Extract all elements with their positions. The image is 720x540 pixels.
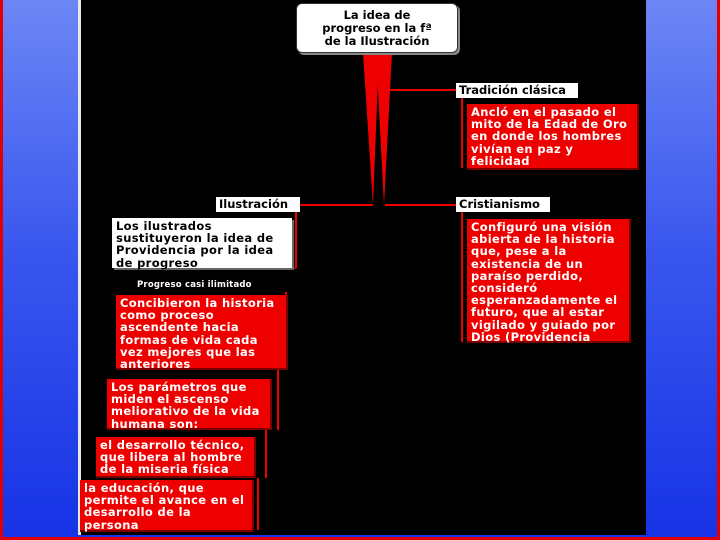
connector-root-left [363,53,379,205]
label-cristianismo-text: Cristianismo [459,197,540,211]
bottom-red-edge [0,537,720,540]
node-ilustrados-sustituyeron: Los ilustrados sustituyeron la idea de P… [112,218,292,269]
node-cristianismo: Configuró una visión abierta de la histo… [467,219,631,343]
node-parametros: Los parámetros que miden el ascenso meli… [107,379,272,430]
label-ilustracion-text: Ilustración [219,197,289,211]
label-tradicion-text: Tradición clásica [459,83,566,97]
root-node-text: La idea de progreso en la fª de la Ilust… [322,8,432,48]
right-red-edge [717,0,720,540]
left-red-edge [0,0,3,540]
node-desarrollo-tecnico: el desarrollo técnico, que libera al hom… [96,437,256,478]
label-cristianismo: Cristianismo [456,197,550,212]
label-progreso-casi-ilimitado: Progreso casi ilimitado [137,280,252,290]
root-node-idea-de-progreso: La idea de progreso en la fª de la Ilust… [296,3,458,53]
node-educacion: la educación, que permite el avance en e… [80,480,254,532]
connector-root-top [370,53,385,88]
label-tradicion-clasica: Tradición clásica [456,83,578,98]
label-ilustracion: Ilustración [216,197,300,212]
node-concibieron-la-historia: Concibieron la historia como proceso asc… [116,295,288,370]
node-tradicion-clasica: Ancló en el pasado el mito de la Edad de… [467,104,639,170]
